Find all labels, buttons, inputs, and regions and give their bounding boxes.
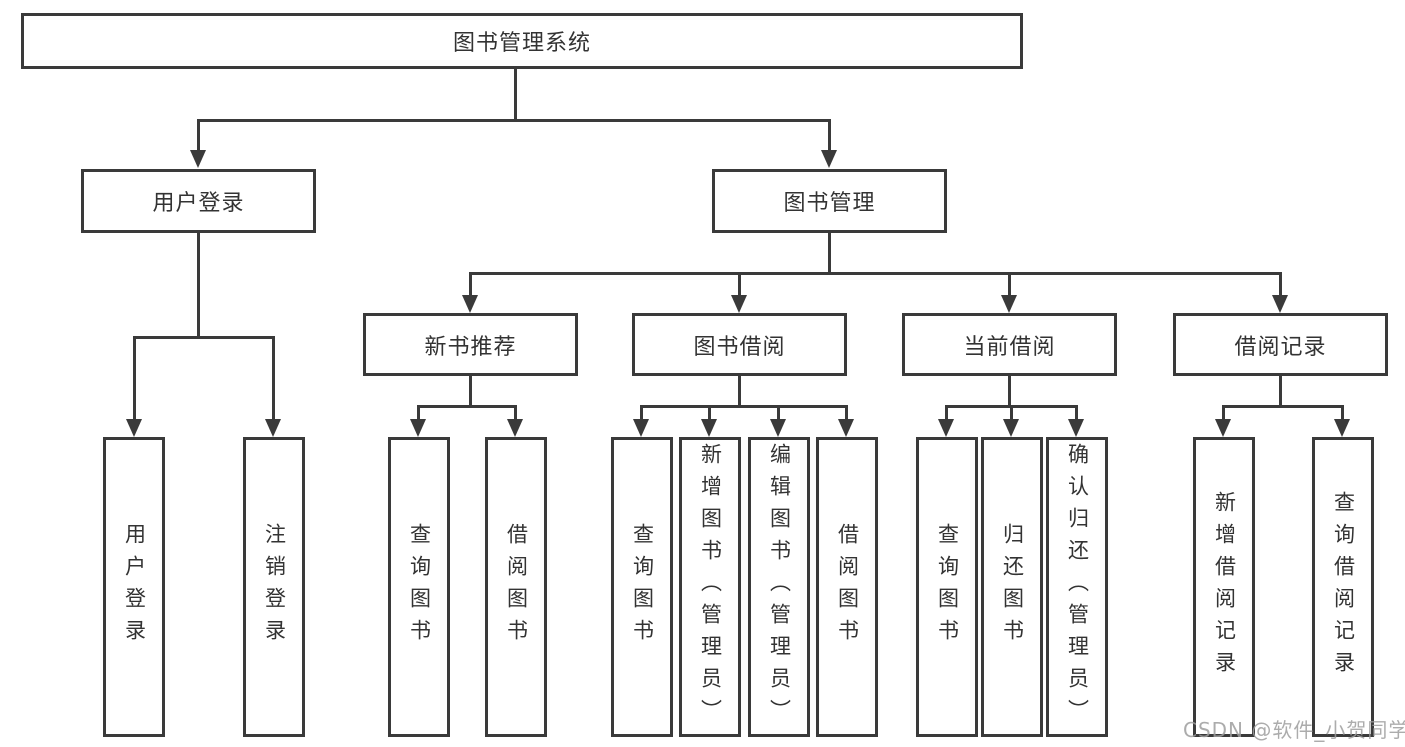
- connector-stub-leaf-logout: [272, 336, 275, 420]
- arrow-down-icon: [462, 295, 478, 313]
- connector-stub: [1010, 405, 1013, 421]
- connector-stub-user-login: [197, 119, 200, 152]
- leaf-label: 编辑图书（管理员）: [767, 443, 792, 731]
- connector-borrow-horizontal: [640, 405, 848, 408]
- node-book-borrow: 图书借阅: [632, 313, 847, 376]
- node-new-book-recommend: 新书推荐: [363, 313, 578, 376]
- arrow-down-icon: [126, 419, 142, 437]
- connector-stub-current-borrow: [1008, 272, 1011, 297]
- connector-stub: [640, 405, 643, 421]
- arrow-down-icon: [701, 419, 717, 437]
- arrow-down-icon: [265, 419, 281, 437]
- arrow-down-icon: [1334, 419, 1350, 437]
- leaf-label: 新增借阅记录: [1212, 491, 1237, 683]
- connector-stub: [777, 405, 780, 421]
- connector-current-vertical: [1008, 376, 1011, 407]
- connector-borrow-vertical: [738, 376, 741, 407]
- leaf-query-books-newbook: 查询图书: [388, 437, 450, 737]
- arrow-down-icon: [838, 419, 854, 437]
- leaf-edit-book-admin: 编辑图书（管理员）: [748, 437, 810, 737]
- leaf-label: 借阅图书: [504, 523, 529, 651]
- leaf-label: 借阅图书: [835, 523, 860, 651]
- leaf-label: 用户登录: [122, 523, 147, 651]
- leaf-user-login: 用户登录: [103, 437, 165, 737]
- node-label: 用户登录: [152, 191, 245, 216]
- leaf-label: 查询图书: [630, 523, 655, 651]
- node-book-management: 图书管理: [712, 169, 947, 233]
- leaf-label: 确认归还（管理员）: [1065, 443, 1090, 731]
- leaf-label: 查询图书: [935, 523, 960, 651]
- connector-stub: [708, 405, 711, 421]
- node-label: 图书借阅: [693, 334, 786, 360]
- connector-stub: [1341, 405, 1344, 421]
- connector-management-vertical: [828, 233, 831, 274]
- leaf-add-borrow-record: 新增借阅记录: [1193, 437, 1255, 737]
- arrow-down-icon: [1272, 295, 1288, 313]
- leaf-label: 新增图书（管理员）: [698, 443, 723, 731]
- connector-stub-borrow-records: [1279, 272, 1282, 297]
- arrow-down-icon: [938, 419, 954, 437]
- connector-stub: [945, 405, 948, 421]
- arrow-down-icon: [731, 295, 747, 313]
- arrow-down-icon: [1001, 295, 1017, 313]
- leaf-borrow-books: 借阅图书: [816, 437, 878, 737]
- leaf-query-borrow-record: 查询借阅记录: [1312, 437, 1374, 737]
- arrow-down-icon: [410, 419, 426, 437]
- leaf-query-books-borrow: 查询图书: [611, 437, 673, 737]
- leaf-return-book: 归还图书: [981, 437, 1043, 737]
- connector-root-vertical: [514, 69, 517, 119]
- leaf-logout: 注销登录: [243, 437, 305, 737]
- csdn-watermark: CSDN @软件_小贺同学: [1183, 718, 1405, 742]
- node-label: 新书推荐: [424, 334, 517, 360]
- arrow-down-icon: [821, 150, 837, 168]
- leaf-confirm-return-admin: 确认归还（管理员）: [1046, 437, 1108, 737]
- node-user-login: 用户登录: [81, 169, 316, 233]
- arrow-down-icon: [190, 150, 206, 168]
- node-current-borrow: 当前借阅: [902, 313, 1117, 376]
- node-label: 当前借阅: [963, 334, 1056, 360]
- connector-stub-book-management: [828, 119, 831, 152]
- leaf-label: 查询借阅记录: [1331, 491, 1356, 683]
- leaf-add-book-admin: 新增图书（管理员）: [679, 437, 741, 737]
- connector-stub: [417, 405, 420, 421]
- arrow-down-icon: [770, 419, 786, 437]
- leaf-label: 注销登录: [262, 523, 287, 651]
- connector-level2-horizontal: [469, 272, 1282, 275]
- connector-stub-new-book: [469, 272, 472, 297]
- connector-stub: [1222, 405, 1225, 421]
- connector-user-vertical: [197, 233, 200, 337]
- connector-level1-horizontal: [197, 119, 831, 122]
- arrow-down-icon: [1003, 419, 1019, 437]
- node-label: 图书管理: [783, 191, 876, 216]
- arrow-down-icon: [1068, 419, 1084, 437]
- arrow-down-icon: [1215, 419, 1231, 437]
- node-library-management-system: 图书管理系统: [21, 13, 1023, 69]
- connector-stub: [845, 405, 848, 421]
- node-borrow-records: 借阅记录: [1173, 313, 1388, 376]
- node-label: 图书管理系统: [452, 31, 591, 56]
- connector-stub: [514, 405, 517, 421]
- connector-newbook-horizontal: [417, 405, 517, 408]
- node-label: 借阅记录: [1234, 334, 1327, 360]
- connector-newbook-vertical: [469, 376, 472, 407]
- leaf-label: 查询图书: [407, 523, 432, 651]
- connector-stub-leaf-user-login: [133, 336, 136, 420]
- leaf-borrow-books-newbook: 借阅图书: [485, 437, 547, 737]
- connector-user-horizontal: [133, 336, 275, 339]
- arrow-down-icon: [507, 419, 523, 437]
- leaf-query-books-current: 查询图书: [916, 437, 978, 737]
- arrow-down-icon: [633, 419, 649, 437]
- connector-records-horizontal: [1222, 405, 1344, 408]
- leaf-label: 归还图书: [1000, 523, 1025, 651]
- connector-records-vertical: [1279, 376, 1282, 407]
- connector-stub-book-borrow: [738, 272, 741, 297]
- connector-stub: [1075, 405, 1078, 421]
